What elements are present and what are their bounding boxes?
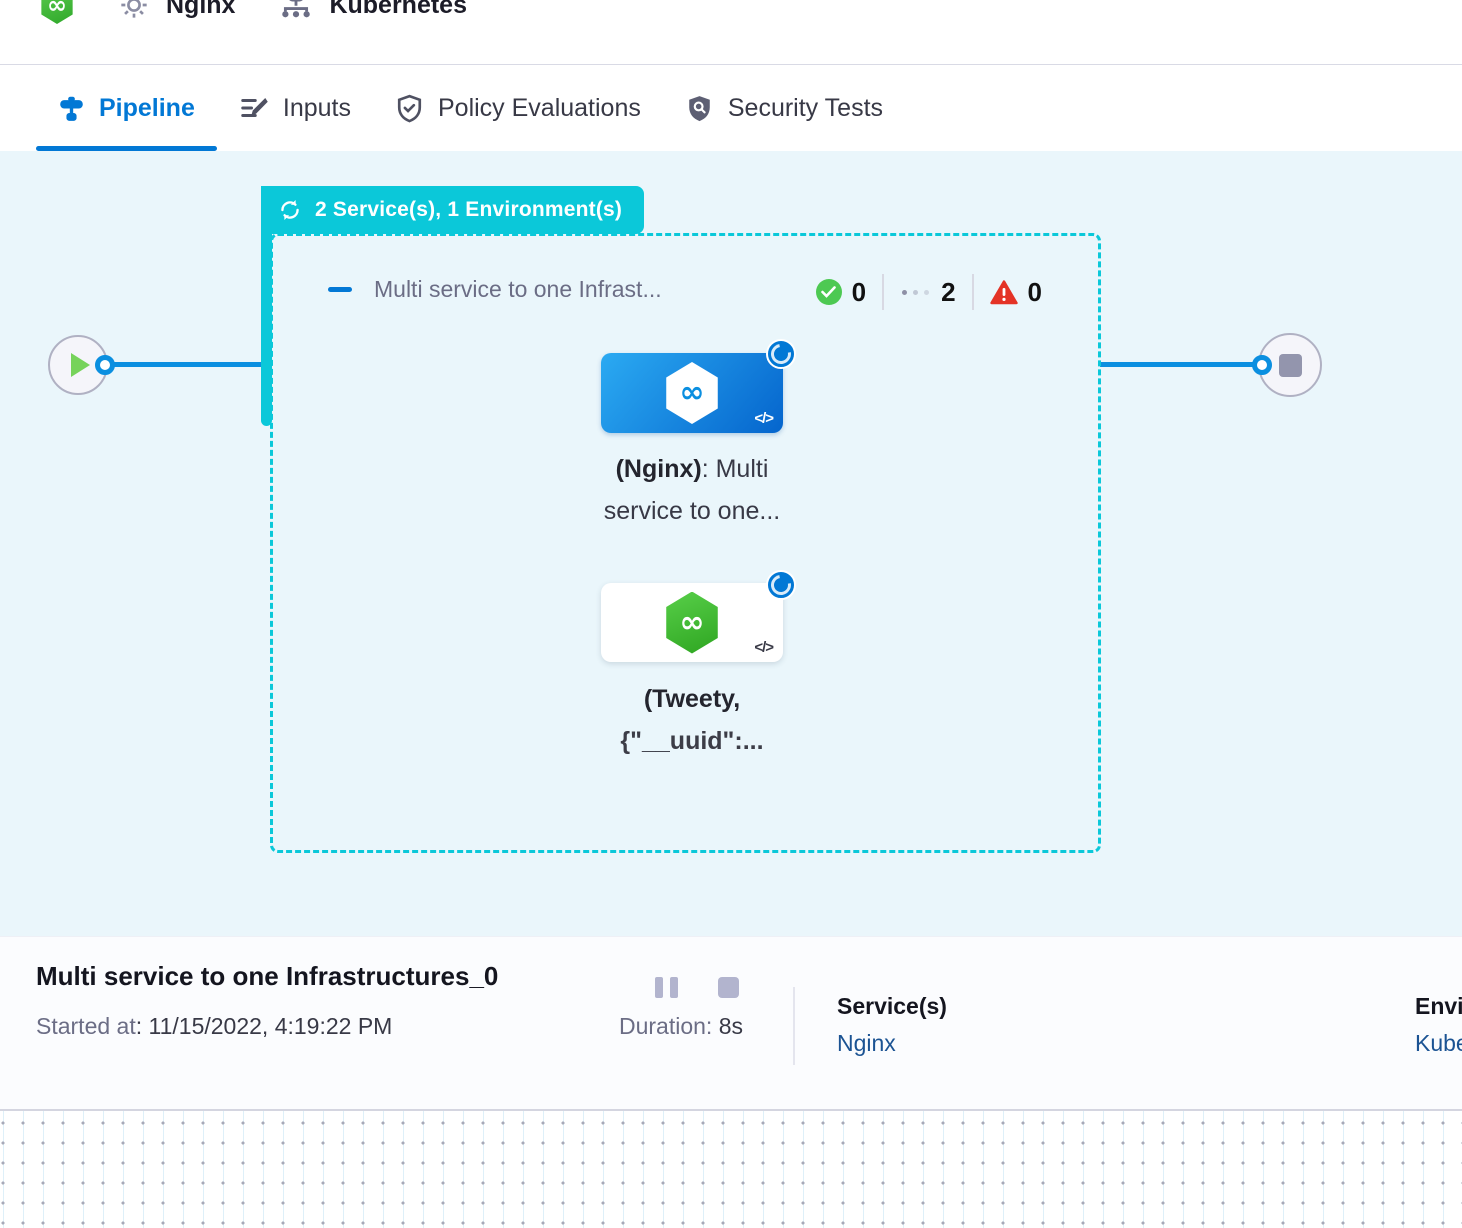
environment-name-label: Kubernetes xyxy=(329,0,467,19)
edge-stage-to-end xyxy=(1100,362,1260,367)
duration: Duration: 8s xyxy=(619,1013,744,1039)
breadcrumb-header: ∞ Nginx xyxy=(0,0,1462,65)
execution-controls xyxy=(655,977,739,998)
code-icon: </> xyxy=(754,639,774,656)
tab-inputs[interactable]: Inputs xyxy=(217,65,373,151)
harness-service-icon: ∞ xyxy=(666,591,718,654)
gear-icon xyxy=(121,0,147,18)
tab-pipeline[interactable]: Pipeline xyxy=(36,65,217,151)
services-column: Service(s) Nginx xyxy=(837,993,947,1057)
running-spinner-icon xyxy=(766,570,796,600)
service-nginx-link[interactable]: Nginx xyxy=(837,1030,896,1056)
running-dots-icon xyxy=(900,289,931,295)
edge-start-to-stage xyxy=(104,362,264,367)
stage-group-box[interactable]: Multi service to one Infrast... 0 2 0 xyxy=(270,233,1101,853)
inputs-icon xyxy=(241,98,268,117)
harness-service-icon: ∞ xyxy=(666,362,718,424)
success-check-icon xyxy=(815,279,842,305)
service-node-nginx[interactable]: ∞ </> xyxy=(601,353,783,433)
running-count: 2 xyxy=(941,276,956,307)
execution-title: Multi service to one Infrastructures_0 xyxy=(36,961,499,991)
environments-label: Environment(s) xyxy=(1415,993,1462,1019)
code-icon: </> xyxy=(754,410,774,427)
stop-icon xyxy=(1278,353,1302,377)
group-rail xyxy=(261,186,272,426)
tab-policy-evaluations[interactable]: Policy Evaluations xyxy=(373,65,663,151)
stage-header[interactable]: Multi service to one Infrast... xyxy=(328,276,662,303)
environments-column: Environment(s) Kubernetes xyxy=(1415,993,1462,1057)
pause-button[interactable] xyxy=(655,977,678,998)
success-count: 0 xyxy=(851,276,867,307)
pipeline-canvas[interactable]: Multi service to one Infrast... 0 2 0 xyxy=(0,151,1462,936)
running-spinner-icon xyxy=(766,339,796,369)
execution-summary-bar: Multi service to one Infrastructures_0 S… xyxy=(0,936,1462,1111)
play-icon xyxy=(71,353,90,377)
harness-logo-icon: ∞ xyxy=(41,0,73,24)
failed-warning-icon xyxy=(989,279,1018,304)
stage-status-counts: 0 2 0 xyxy=(815,274,1042,310)
pipeline-icon xyxy=(60,96,83,121)
abort-button[interactable] xyxy=(718,977,739,998)
collapse-minus-icon[interactable] xyxy=(328,287,352,292)
policy-shield-icon xyxy=(397,94,422,122)
tab-security-tests[interactable]: Security Tests xyxy=(663,65,905,151)
security-shield-icon xyxy=(689,95,710,121)
failed-count: 0 xyxy=(1027,276,1042,307)
stage-title: Multi service to one Infrast... xyxy=(374,276,662,302)
environment-breadcrumb-item[interactable]: Kubernetes xyxy=(279,0,467,22)
service-node-nginx-label: (Nginx): Multi service to one... xyxy=(603,455,781,525)
group-badge[interactable]: 2 Service(s), 1 Environment(s) xyxy=(261,186,645,234)
pipeline-name-label: Nginx xyxy=(166,0,236,19)
service-node-tweety[interactable]: ∞ </> xyxy=(601,583,783,662)
kubernetes-infra-icon xyxy=(282,0,311,18)
started-at: Started at: 11/15/2022, 4:19:22 PM xyxy=(36,1013,393,1039)
start-link-port xyxy=(95,355,115,375)
end-link-port xyxy=(1252,355,1272,375)
services-label: Service(s) xyxy=(837,993,947,1019)
active-tab-underline xyxy=(36,146,217,151)
pipeline-breadcrumb-item[interactable]: Nginx xyxy=(118,0,235,21)
group-badge-label: 2 Service(s), 1 Environment(s) xyxy=(315,198,623,221)
execution-tabs: Pipeline Inputs Policy Evaluations xyxy=(0,65,1462,151)
footer-divider xyxy=(793,987,795,1065)
canvas-grid-background xyxy=(0,1111,1462,1228)
environment-kubernetes-link[interactable]: Kubernetes xyxy=(1415,1030,1462,1056)
service-node-tweety-label: (Tweety, {"__uuid":... xyxy=(620,685,764,755)
loop-icon xyxy=(281,200,299,220)
